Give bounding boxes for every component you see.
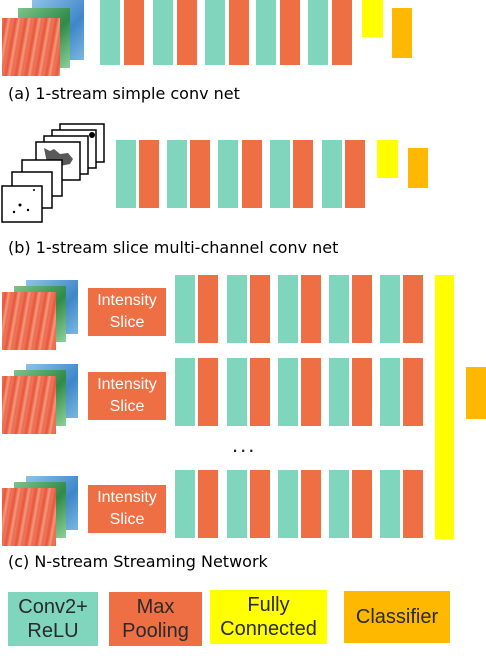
conv-block — [278, 470, 298, 538]
legend-fc-line1: Fully — [247, 594, 290, 616]
conv-block — [175, 358, 195, 426]
pool-block — [198, 358, 218, 426]
binary-slices-icon — [1, 123, 105, 223]
slice-label-line1: Intensity — [97, 376, 157, 393]
pool-block — [280, 0, 300, 65]
slice-label-line2: Slice — [109, 398, 145, 415]
pool-block — [198, 275, 218, 343]
conv-block — [380, 470, 400, 538]
conv-block — [227, 358, 247, 426]
input-image-stack-a — [2, 0, 88, 78]
pool-block — [352, 470, 372, 538]
conv-block — [380, 275, 400, 343]
ellipsis: ... — [232, 432, 257, 457]
classifier-block — [392, 8, 412, 58]
pool-block — [250, 470, 270, 538]
pool-block — [229, 0, 249, 65]
conv-block — [218, 140, 238, 208]
conv-block — [270, 140, 290, 208]
conv-block — [329, 470, 349, 538]
conv-block — [380, 358, 400, 426]
pool-block — [293, 140, 313, 208]
legend-pool-line2: Pooling — [122, 620, 189, 642]
intensity-slice-box: Intensity Slice — [88, 372, 166, 420]
conv-block — [256, 0, 276, 65]
slice-label-line1: Intensity — [97, 292, 157, 309]
shared-fully-connected-block — [435, 275, 454, 539]
pool-block — [190, 140, 210, 208]
pool-block — [139, 140, 159, 208]
pool-block — [301, 358, 321, 426]
pool-block — [352, 275, 372, 343]
slice-label-line2: Slice — [109, 511, 145, 528]
legend-classifier: Classifier — [344, 591, 450, 643]
legend-fc-line2: Connected — [220, 618, 317, 640]
legend-classifier-line1: Classifier — [355, 606, 439, 628]
pool-block — [301, 470, 321, 538]
conv-block — [227, 470, 247, 538]
pool-block — [352, 358, 372, 426]
legend-pool-line1: Max — [136, 596, 175, 618]
pool-block — [250, 275, 270, 343]
caption-a: (a) 1-stream simple conv net — [8, 84, 240, 103]
pool-block — [250, 358, 270, 426]
conv-block — [278, 358, 298, 426]
input-image-stack-cn — [2, 476, 82, 548]
classifier-block — [408, 148, 428, 188]
conv-block — [329, 275, 349, 343]
input-image-stack-c2 — [2, 364, 82, 436]
conv-block — [100, 0, 120, 65]
slice-label-line2: Slice — [109, 314, 145, 331]
input-image-stack-c1 — [2, 280, 82, 352]
caption-b: (b) 1-stream slice multi-channel conv ne… — [8, 238, 339, 257]
shared-classifier-block — [466, 367, 486, 419]
legend-conv-line2: ReLU — [27, 620, 79, 642]
conv-block — [205, 0, 225, 65]
conv-block — [175, 470, 195, 538]
slice-label-line1: Intensity — [97, 489, 157, 506]
fully-connected-block — [362, 0, 383, 37]
legend-pool: Max Pooling — [109, 592, 202, 646]
pool-block — [403, 470, 423, 538]
pool-block — [177, 0, 197, 65]
fully-connected-block — [377, 140, 398, 178]
intensity-slice-box: Intensity Slice — [88, 485, 166, 533]
conv-block — [153, 0, 173, 65]
conv-block — [227, 275, 247, 343]
pool-block — [301, 275, 321, 343]
pool-block — [345, 140, 365, 208]
conv-block — [329, 358, 349, 426]
slice-image-stack-b — [0, 120, 112, 225]
conv-block — [167, 140, 187, 208]
conv-block — [322, 140, 342, 208]
conv-block — [278, 275, 298, 343]
pool-block — [403, 358, 423, 426]
intensity-slice-box: Intensity Slice — [88, 288, 166, 336]
conv-block — [175, 275, 195, 343]
legend-conv-line1: Conv2+ — [18, 596, 88, 618]
caption-c: (c) N-stream Streaming Network — [8, 552, 268, 571]
legend-conv: Conv2+ ReLU — [8, 592, 98, 646]
conv-block — [116, 140, 136, 208]
conv-block — [308, 0, 328, 65]
pool-block — [332, 0, 352, 65]
pool-block — [198, 470, 218, 538]
pool-block — [403, 275, 423, 343]
pool-block — [124, 0, 144, 65]
pool-block — [242, 140, 262, 208]
legend-fc: Fully Connected — [210, 590, 327, 644]
